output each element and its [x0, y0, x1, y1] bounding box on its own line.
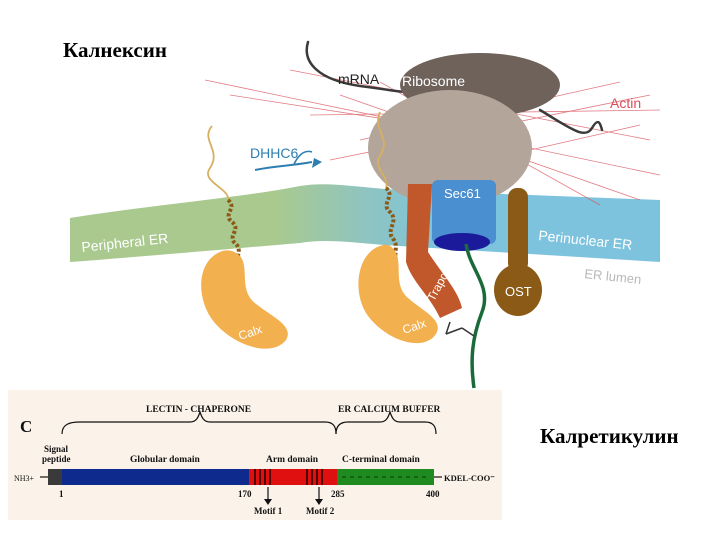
sec61-label: Sec61: [444, 186, 481, 201]
dhhc6-arrowhead: [312, 158, 322, 168]
dhhc6-curl: [293, 150, 313, 165]
ost-body: [494, 264, 542, 316]
arm-domain-label: Arm domain: [266, 455, 319, 465]
brace-lectin: [61, 410, 337, 435]
sec61-translocon: [432, 180, 496, 244]
calnexin-tail-right: [377, 111, 388, 189]
position-170: 170: [238, 489, 252, 499]
signal-peptide-label-1: Signal: [44, 444, 69, 454]
mrna-strand: [305, 40, 410, 94]
domain-map-panel: [8, 390, 502, 520]
dhhc6-label: DHHC6: [250, 145, 298, 161]
brace-lectin-label: LECTIN - CHAPERONE: [146, 405, 251, 415]
c-terminal-domain-label: C-terminal domain: [342, 455, 421, 465]
globular-domain-label: Globular domain: [130, 455, 200, 465]
panel-letter: C: [20, 417, 32, 436]
position-285: 285: [331, 489, 345, 499]
brace-buffer: [335, 410, 437, 435]
calnexin-title: Калнексин: [63, 38, 167, 62]
mrna-tail: [538, 108, 604, 134]
ost-stalk: [508, 188, 528, 272]
mrna-label: mRNA: [338, 71, 380, 87]
signal-peptide-segment: [48, 469, 62, 485]
signal-peptide-label-2: peptide: [42, 454, 71, 464]
trapa-complex: [406, 184, 462, 318]
calx-left: [201, 250, 288, 349]
ribosome-large-subunit: [368, 90, 532, 206]
dhhc6-arrow: [254, 161, 313, 171]
ribosome-label: Ribosome: [402, 73, 465, 89]
calreticulin-title: Калретикулин: [540, 424, 679, 448]
brace-buffer-label: ER CALCIUM BUFFER: [338, 405, 441, 415]
globular-domain-segment: [62, 469, 249, 485]
motif2-label: Motif 2: [306, 506, 335, 516]
sec61-pore: [434, 233, 490, 251]
er-lumen-label: ER lumen: [584, 266, 642, 287]
position-400: 400: [426, 489, 440, 499]
motif1-label: Motif 1: [254, 506, 283, 516]
arm-domain-segment: [249, 469, 337, 485]
actin-label: Actin: [610, 95, 641, 111]
position-1: 1: [59, 489, 64, 499]
c-terminus-label: KDEL-COO⁻: [444, 473, 495, 483]
nascent-chain: [464, 243, 487, 389]
motif-stripes: [254, 469, 323, 485]
glycan: [445, 321, 475, 337]
motif2-arrowhead: [315, 499, 323, 505]
calnexin-tail-left: [207, 125, 229, 201]
calnexin-tm-right: [384, 186, 398, 259]
n-terminus-label: NH3+: [14, 474, 35, 483]
calnexin-tm-left: [226, 198, 241, 263]
motif1-arrowhead: [264, 499, 272, 505]
calx-right: [358, 244, 438, 344]
ost-label: OST: [505, 284, 532, 299]
